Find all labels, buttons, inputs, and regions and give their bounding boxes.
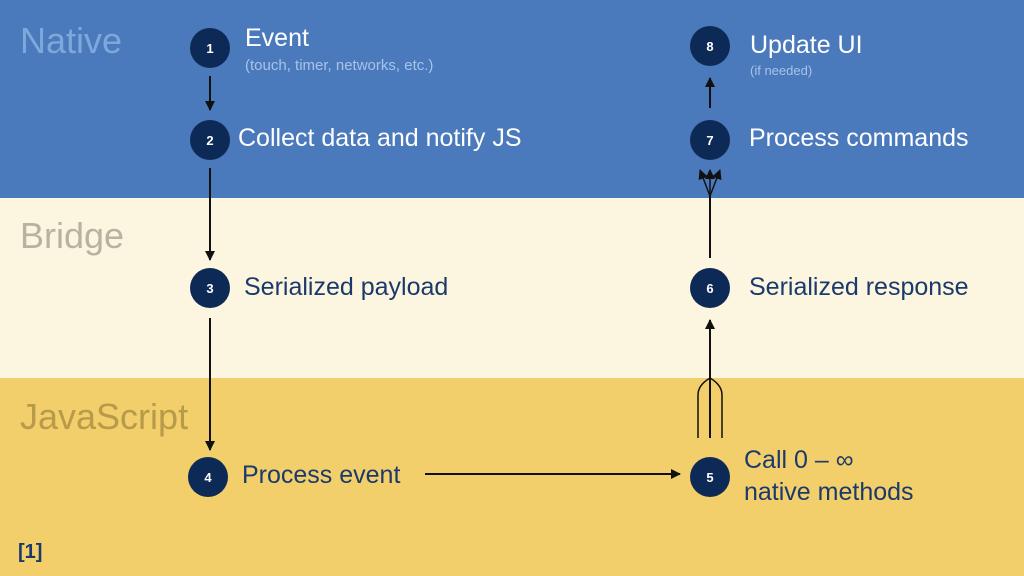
step-2-badge: 2 xyxy=(190,120,230,160)
step-4-badge: 4 xyxy=(188,457,228,497)
step-5-label-line2: native methods xyxy=(744,478,914,506)
step-7-label: Process commands xyxy=(749,124,969,152)
javascript-layer-band xyxy=(0,378,1024,576)
footnote-reference: [1] xyxy=(18,541,43,563)
arrow-6-to-7-fork xyxy=(698,169,722,258)
step-4-label: Process event xyxy=(242,461,401,489)
bridge-layer-label: Bridge xyxy=(20,215,125,256)
bridge-layer-band xyxy=(0,198,1024,378)
step-1-badge: 1 xyxy=(190,28,230,68)
step-6-badge: 6 xyxy=(690,268,730,308)
step-3-label: Serialized payload xyxy=(244,273,449,301)
step-1-label: Event xyxy=(245,24,309,52)
step-7-badge: 7 xyxy=(690,120,730,160)
step-8-sublabel: (if needed) xyxy=(750,63,813,78)
step-8-badge: 8 xyxy=(690,26,730,66)
javascript-layer-label: JavaScript xyxy=(20,396,189,437)
step-1-sublabel: (touch, timer, networks, etc.) xyxy=(245,57,434,74)
step-8-label: Update UI xyxy=(750,31,863,59)
step-6-label: Serialized response xyxy=(749,273,969,301)
native-layer-label: Native xyxy=(20,20,123,61)
step-5-badge: 5 xyxy=(690,457,730,497)
native-layer-band xyxy=(0,0,1024,198)
step-3-badge: 3 xyxy=(190,268,230,308)
step-2-label: Collect data and notify JS xyxy=(238,124,522,152)
arrow-5-to-6-multi xyxy=(697,319,723,438)
step-5-label: Call 0 – ∞ xyxy=(744,446,854,474)
